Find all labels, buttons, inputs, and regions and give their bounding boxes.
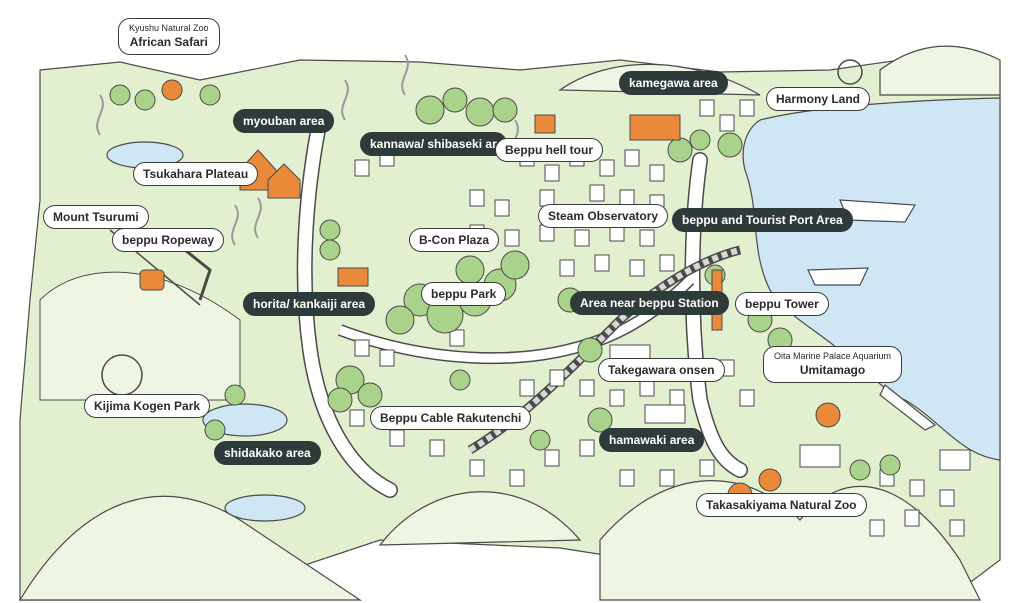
label-area-near-beppu-station[interactable]: Area near beppu Station xyxy=(570,291,729,315)
ships xyxy=(807,199,937,431)
main-road xyxy=(298,123,397,497)
label-takasakiyama-natural-zoo[interactable]: Takasakiyama Natural Zoo xyxy=(696,493,867,517)
label-takegawara-onsen[interactable]: Takegawara onsen xyxy=(598,358,725,382)
label-beppu-hell-tour[interactable]: Beppu hell tour xyxy=(495,138,603,162)
trees xyxy=(109,84,901,481)
label-tsukahara-plateau[interactable]: Tsukahara Plateau xyxy=(133,162,259,186)
ferry xyxy=(807,267,869,286)
label-kijima-kogen-park[interactable]: Kijima Kogen Park xyxy=(84,394,211,418)
shrine xyxy=(629,114,681,141)
lion xyxy=(161,79,183,101)
label-african-safari[interactable]: Kyushu Natural Zoo African Safari xyxy=(118,18,220,55)
city-buildings xyxy=(349,99,971,537)
label-umitamago-aquarium[interactable]: Oita Marine Palace Aquarium Umitamago xyxy=(763,346,903,383)
label-harmony-land[interactable]: Harmony Land xyxy=(766,87,871,111)
label-myouban-area[interactable]: myouban area xyxy=(233,109,335,133)
label-kamegawa-area[interactable]: kamegawa area xyxy=(619,71,728,95)
pond xyxy=(224,494,306,522)
label-shidakako-area[interactable]: shidakako area xyxy=(214,441,321,465)
hut xyxy=(267,163,301,199)
label-kannawa-shibaseki-area[interactable]: kannawa/ shibaseki ar xyxy=(360,132,507,156)
monkey xyxy=(815,402,841,428)
label-beppu-tourist-port-area[interactable]: beppu and Tourist Port Area xyxy=(672,208,853,232)
african-safari-title: African Safari xyxy=(129,35,208,49)
railway xyxy=(468,247,741,453)
label-hamawaki-area[interactable]: hamawaki area xyxy=(599,428,705,452)
hill xyxy=(879,45,1001,96)
label-b-con-plaza[interactable]: B-Con Plaza xyxy=(409,228,500,252)
label-beppu-tower[interactable]: beppu Tower xyxy=(735,292,829,316)
monkey xyxy=(758,468,782,492)
kamegawa-building xyxy=(534,114,556,134)
african-safari-subtitle: Kyushu Natural Zoo xyxy=(129,23,209,33)
hill xyxy=(599,480,981,601)
hill xyxy=(378,491,582,546)
station xyxy=(337,267,369,287)
label-mount-tsurumi[interactable]: Mount Tsurumi xyxy=(43,205,149,229)
label-horita-kankaiji-area[interactable]: horita/ kankaiji area xyxy=(243,292,376,316)
label-beppu-ropeway[interactable]: beppu Ropeway xyxy=(112,228,225,252)
ferris-wheel xyxy=(837,59,863,85)
aquarium-title: Umitamago xyxy=(799,363,866,377)
label-beppu-cable-rakutenchi[interactable]: Beppu Cable Rakutenchi xyxy=(370,406,532,430)
ferry xyxy=(879,384,937,431)
steam xyxy=(96,54,519,246)
label-beppu-park[interactable]: beppu Park xyxy=(421,282,507,306)
aquarium-subtitle: Oita Marine Palace Aquarium xyxy=(774,351,892,361)
ropeway-car xyxy=(139,269,165,291)
label-steam-observatory[interactable]: Steam Observatory xyxy=(538,204,669,228)
